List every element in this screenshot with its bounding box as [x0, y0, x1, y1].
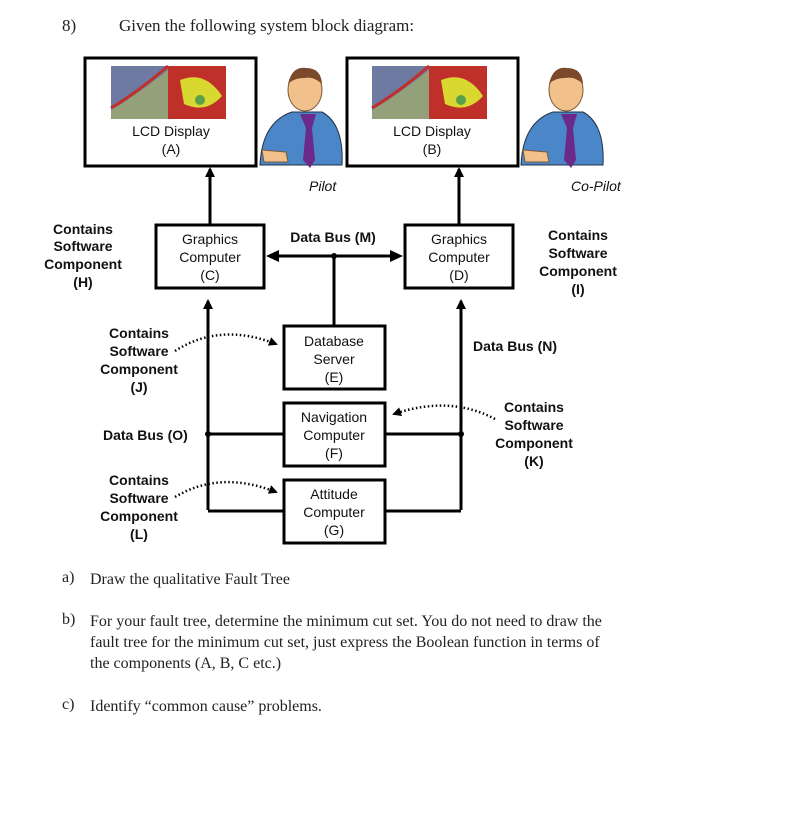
data-bus-m: [266, 250, 403, 326]
svg-text:Software: Software: [504, 417, 563, 433]
graphics-computer-c: Graphics Computer (C): [154, 223, 266, 290]
graphics-computer-d: Graphics Computer (D): [403, 223, 515, 290]
attitude-g-line3: (G): [324, 522, 344, 538]
graphics-d-line2: Computer: [428, 249, 490, 265]
database-e-line1: Database: [304, 333, 364, 349]
part-b-letter: b): [62, 611, 76, 628]
software-component-h-note: Contains Software Component (H): [44, 221, 122, 290]
data-bus-m-label: Data Bus (M): [290, 229, 376, 245]
data-bus-n-label: Data Bus (N): [473, 338, 557, 354]
attitude-g-line1: Attitude: [310, 486, 358, 502]
svg-text:(K): (K): [524, 453, 543, 469]
navigation-computer-f: Navigation Computer (F): [282, 401, 387, 468]
svg-text:Contains: Contains: [548, 227, 608, 243]
svg-text:Component: Component: [100, 508, 178, 524]
copilot-label: Co-Pilot: [571, 178, 622, 194]
pilot-label: Pilot: [309, 178, 337, 194]
navigation-f-line3: (F): [325, 445, 343, 461]
svg-text:Software: Software: [109, 490, 168, 506]
graphics-d-line3: (D): [449, 267, 468, 283]
svg-text:Contains: Contains: [109, 325, 169, 341]
data-bus-n: [385, 299, 466, 513]
copilot-figure: [520, 67, 604, 168]
database-e-line2: Server: [313, 351, 355, 367]
part-b-text: For your fault tree, determine the minim…: [90, 611, 730, 674]
data-bus-o-label: Data Bus (O): [103, 427, 188, 443]
part-b-line3: the components (A, B, C etc.): [90, 655, 282, 672]
part-b-line2: fault tree for the minimum cut set, just…: [90, 634, 600, 651]
software-component-k-note: Contains Software Component (K): [495, 399, 573, 469]
svg-text:(L): (L): [130, 526, 148, 542]
software-component-j-note: Contains Software Component (J): [100, 325, 178, 395]
graphics-c-line2: Computer: [179, 249, 241, 265]
lcd-display-a: LCD Display (A): [83, 56, 258, 168]
part-a-letter: a): [62, 569, 75, 586]
database-server-e: Database Server (E): [282, 324, 387, 391]
svg-text:(H): (H): [73, 274, 92, 290]
lcd-a-line1: LCD Display: [132, 123, 210, 139]
software-component-l-note: Contains Software Component (L): [100, 472, 178, 542]
part-c-letter: c): [62, 696, 75, 713]
dotted-arrow-k-to-f: [392, 404, 496, 421]
dotted-arrow-j-to-e: [174, 333, 278, 353]
svg-text:Contains: Contains: [504, 399, 564, 415]
svg-text:Component: Component: [100, 361, 178, 377]
dotted-arrow-l-to-g: [174, 480, 278, 499]
svg-text:(I): (I): [571, 281, 584, 297]
graphics-c-line3: (C): [200, 267, 219, 283]
question-number: 8): [62, 16, 77, 35]
attitude-g-line2: Computer: [303, 504, 365, 520]
part-a-text: Draw the qualitative Fault Tree: [90, 571, 290, 588]
svg-text:Software: Software: [548, 245, 607, 261]
radar-screen-image-b: [371, 64, 487, 119]
svg-text:Software: Software: [53, 238, 112, 254]
lcd-a-line2: (A): [162, 141, 181, 157]
svg-text:Contains: Contains: [53, 221, 113, 237]
part-b-line1: For your fault tree, determine the minim…: [90, 613, 602, 630]
svg-text:Contains: Contains: [109, 472, 169, 488]
navigation-f-line2: Computer: [303, 427, 365, 443]
lcd-display-b: LCD Display (B): [345, 56, 520, 168]
lcd-b-line2: (B): [423, 141, 442, 157]
svg-text:Software: Software: [109, 343, 168, 359]
question-title: Given the following system block diagram…: [119, 16, 415, 35]
navigation-f-line1: Navigation: [301, 409, 367, 425]
database-e-line3: (E): [325, 369, 344, 385]
pilot-figure: [259, 67, 343, 168]
svg-text:Component: Component: [539, 263, 617, 279]
svg-text:Component: Component: [495, 435, 573, 451]
software-component-i-note: Contains Software Component (I): [539, 227, 617, 297]
graphics-c-line1: Graphics: [182, 231, 238, 247]
graphics-d-line1: Graphics: [431, 231, 487, 247]
radar-screen-image-a: [110, 64, 226, 119]
lcd-b-line1: LCD Display: [393, 123, 471, 139]
svg-text:(J): (J): [130, 379, 147, 395]
part-c-text: Identify “common cause” problems.: [90, 698, 322, 715]
svg-text:Component: Component: [44, 256, 122, 272]
attitude-computer-g: Attitude Computer (G): [282, 478, 387, 545]
data-bus-o: [203, 299, 284, 513]
